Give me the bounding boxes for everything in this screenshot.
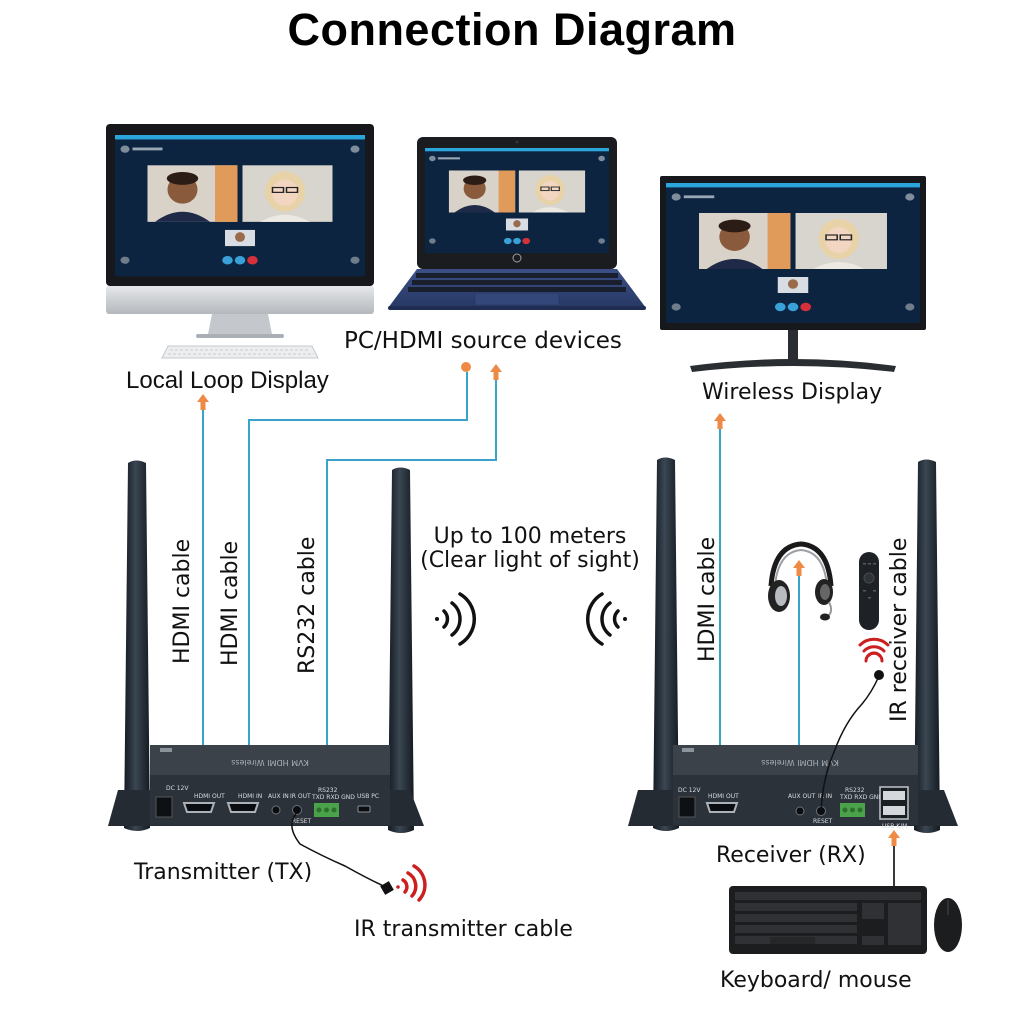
- ir-transmitter-cable: [291, 813, 394, 895]
- svg-text:HDMI IN: HDMI IN: [238, 793, 262, 800]
- arrow-up-icon: [197, 394, 209, 410]
- svg-text:USB PC: USB PC: [357, 793, 379, 800]
- ir-receive-signal-icon: [858, 637, 890, 663]
- ir-signal-icon: [396, 864, 427, 902]
- arrow-up-icon: [490, 364, 502, 380]
- svg-text:RESET: RESET: [292, 818, 312, 825]
- tx-antenna-left: [124, 460, 150, 831]
- rx-aux-out-port: [795, 806, 805, 816]
- svg-text:IR OUT: IR OUT: [290, 793, 311, 800]
- svg-text:HDMI OUT: HDMI OUT: [194, 793, 225, 800]
- ir-transmitter-cable-label: IR transmitter cable: [354, 917, 573, 942]
- dot-icon: [461, 362, 471, 372]
- svg-text:TXD RXD GND: TXD RXD GND: [839, 794, 883, 801]
- source-laptop: [388, 137, 646, 310]
- arrow-up-icon: [888, 830, 900, 846]
- svg-text:RS232: RS232: [318, 787, 338, 794]
- range-label-line2: (Clear light of sight): [420, 548, 640, 573]
- local-loop-display-monitor: [106, 124, 374, 338]
- svg-text:USB K/M: USB K/M: [882, 823, 907, 830]
- source-devices-label: PC/HDMI source devices: [344, 328, 622, 354]
- keyboard-mouse-label: Keyboard/ mouse: [720, 968, 912, 993]
- tx-hdmi-in-port: [226, 802, 260, 813]
- tx-aux-in-port: [271, 805, 281, 815]
- wireless-display-label: Wireless Display: [702, 380, 883, 405]
- rx-brand-text: KVM HDMI Wireless: [761, 758, 839, 767]
- svg-text:RESET: RESET: [813, 818, 833, 825]
- tx-brand-text: KVM HDMI Wireless: [231, 758, 309, 767]
- range-label-line1: Up to 100 meters: [433, 524, 627, 549]
- rx-hdmi-out-port: [705, 802, 739, 813]
- rx-dc-jack: [678, 796, 696, 818]
- receiver-unit: KVM HDMI Wireless DC 12V HDMI OUT AUX OU…: [628, 457, 958, 833]
- wifi-signal-right-icon: [435, 592, 477, 646]
- svg-text:TXD RXD GND: TXD RXD GND: [311, 794, 355, 801]
- local-loop-keyboard: [161, 345, 319, 359]
- tx-cables: [202, 372, 497, 760]
- headset-icon: [768, 541, 834, 621]
- wifi-signal-left-icon: [585, 592, 627, 646]
- local-loop-display-label: Local Loop Display: [126, 367, 329, 394]
- rx-antenna-right: [914, 459, 940, 833]
- tx-dc-jack: [155, 796, 173, 818]
- tx-hdmi-out-port: [182, 802, 216, 813]
- wireless-display-monitor: [660, 176, 926, 372]
- ir-receiver-cable: [820, 670, 884, 815]
- mouse-icon: [934, 898, 962, 952]
- svg-text:IR IN: IR IN: [818, 793, 832, 800]
- svg-text:HDMI OUT: HDMI OUT: [708, 793, 739, 800]
- receiver-label: Receiver (RX): [716, 843, 866, 868]
- svg-text:DC 12V: DC 12V: [678, 787, 701, 794]
- tx-antenna-right: [388, 467, 414, 833]
- remote-control-icon: [859, 552, 879, 630]
- rx-cables: [719, 422, 800, 775]
- svg-text:RS232: RS232: [845, 787, 865, 794]
- diagram-title: Connection Diagram: [287, 4, 737, 55]
- transmitter-label: Transmitter (TX): [134, 860, 313, 885]
- arrow-up-icon: [714, 413, 726, 429]
- tx-rs232-cable: [326, 374, 497, 760]
- svg-text:AUX OUT: AUX OUT: [788, 793, 816, 800]
- arrow-up-icon: [793, 560, 805, 576]
- tx-hdmi-in-cable: [248, 372, 468, 760]
- transmitter-unit: KVM HDMI Wireless DC 12V HDMI OUT HDMI I…: [108, 460, 424, 833]
- tx-ir-out-port: [292, 805, 302, 815]
- tx-usb-pc-port: [357, 805, 371, 813]
- svg-text:DC 12V: DC 12V: [166, 785, 189, 792]
- rx-antenna-left: [653, 457, 679, 831]
- svg-text:AUX IN: AUX IN: [268, 793, 289, 800]
- keyboard-icon: [729, 886, 927, 954]
